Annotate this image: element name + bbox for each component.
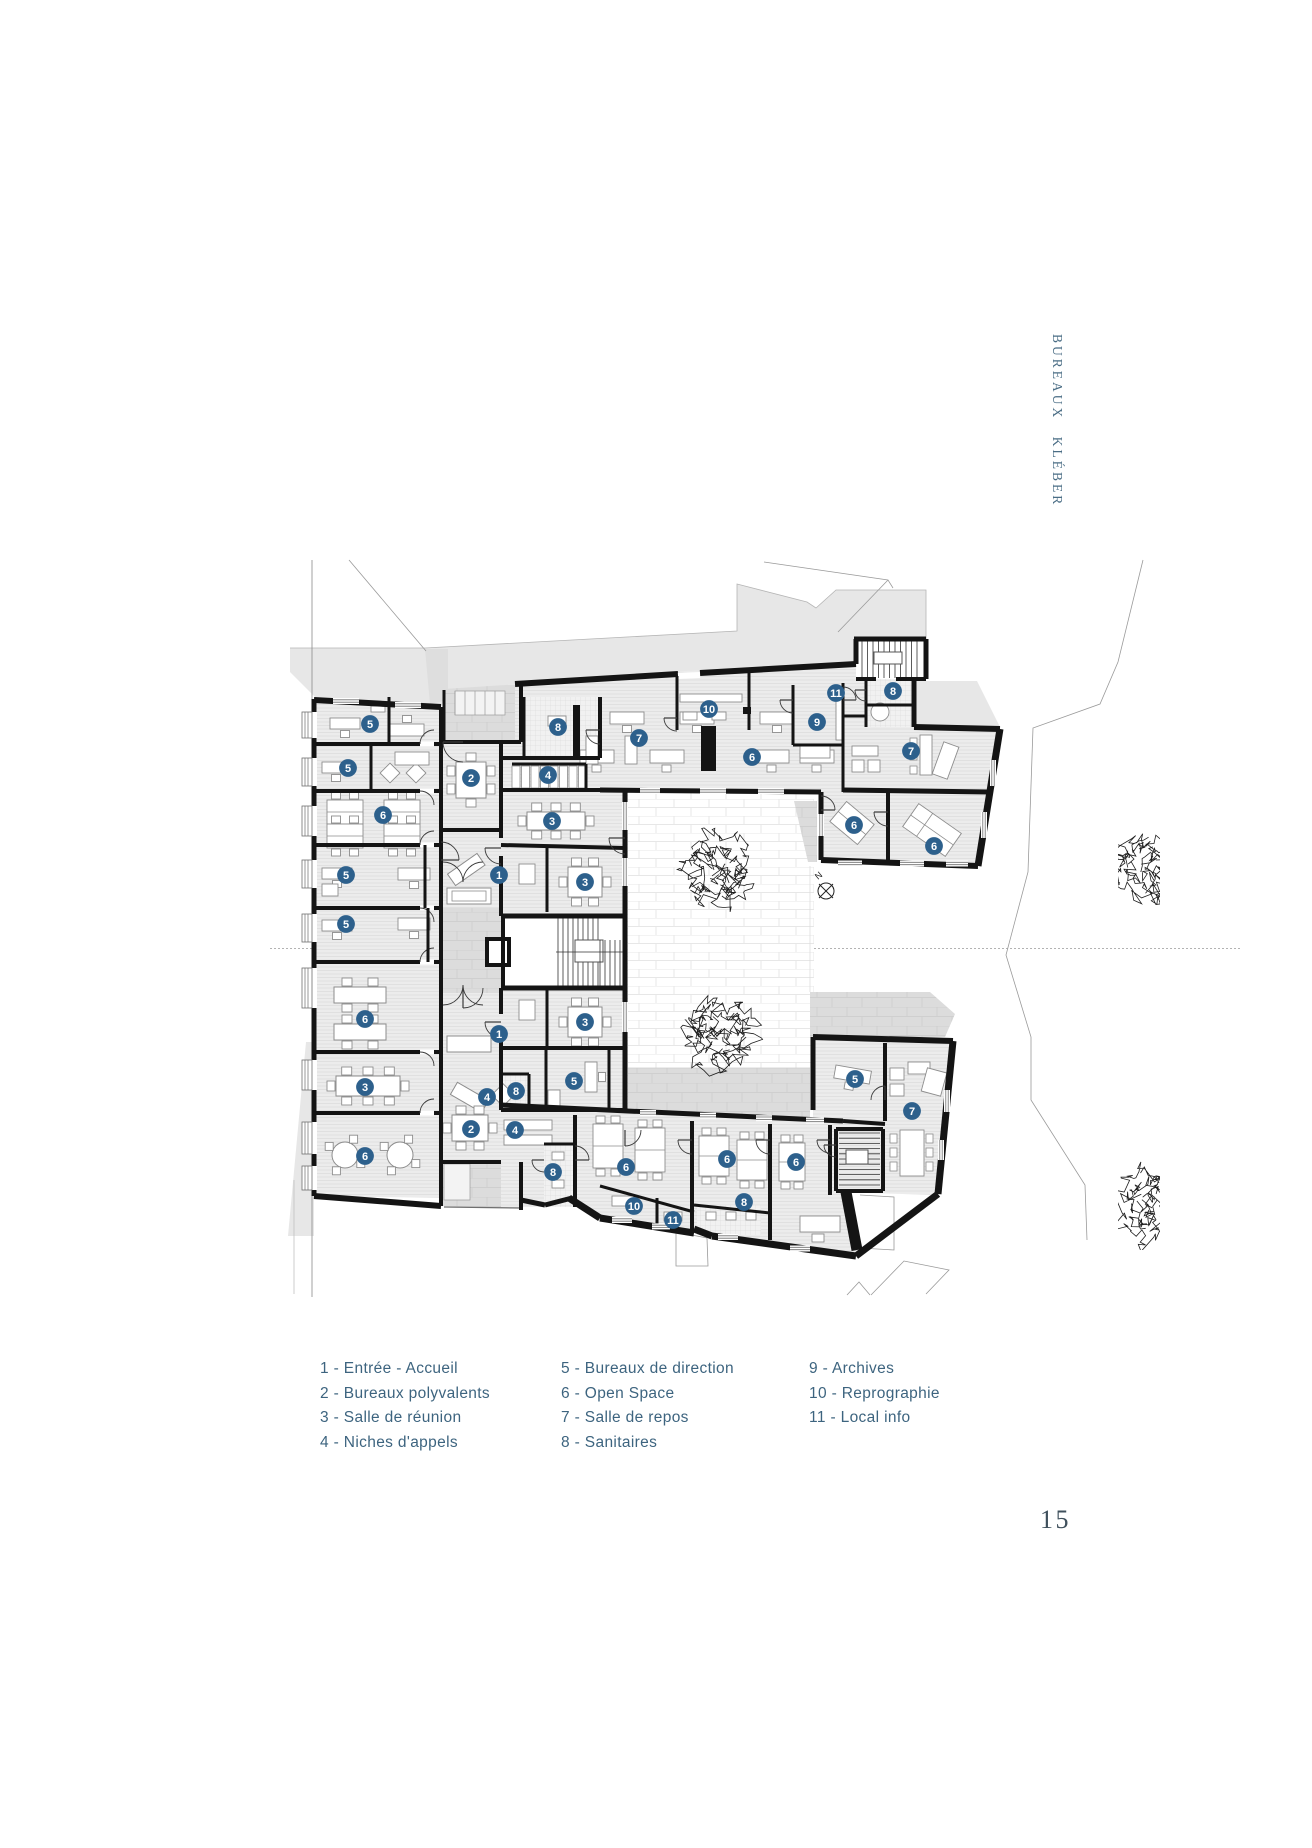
svg-text:2: 2 bbox=[468, 1124, 474, 1136]
svg-text:7: 7 bbox=[908, 746, 914, 758]
svg-text:6: 6 bbox=[931, 841, 937, 853]
svg-text:6: 6 bbox=[623, 1162, 629, 1174]
svg-text:3: 3 bbox=[362, 1082, 368, 1094]
svg-text:7: 7 bbox=[909, 1106, 915, 1118]
svg-text:3: 3 bbox=[549, 816, 555, 828]
svg-text:6: 6 bbox=[793, 1157, 799, 1169]
svg-text:6: 6 bbox=[749, 752, 755, 764]
svg-text:5: 5 bbox=[852, 1074, 858, 1086]
svg-text:5: 5 bbox=[367, 719, 373, 731]
svg-text:6: 6 bbox=[380, 810, 386, 822]
svg-text:7: 7 bbox=[636, 733, 642, 745]
svg-text:3: 3 bbox=[582, 877, 588, 889]
svg-text:8: 8 bbox=[741, 1197, 747, 1209]
svg-text:8: 8 bbox=[890, 686, 896, 698]
svg-text:10: 10 bbox=[628, 1201, 640, 1213]
svg-text:8: 8 bbox=[555, 722, 561, 734]
svg-text:5: 5 bbox=[571, 1076, 577, 1088]
svg-text:5: 5 bbox=[343, 870, 349, 882]
svg-text:10: 10 bbox=[703, 704, 715, 716]
svg-text:9: 9 bbox=[814, 717, 820, 729]
svg-text:5: 5 bbox=[343, 919, 349, 931]
svg-text:6: 6 bbox=[362, 1151, 368, 1163]
svg-text:11: 11 bbox=[830, 688, 842, 700]
svg-text:4: 4 bbox=[512, 1125, 519, 1137]
svg-text:2: 2 bbox=[468, 773, 474, 785]
svg-text:5: 5 bbox=[345, 763, 351, 775]
svg-text:3: 3 bbox=[582, 1017, 588, 1029]
svg-text:8: 8 bbox=[513, 1086, 519, 1098]
svg-text:1: 1 bbox=[496, 870, 502, 882]
svg-text:8: 8 bbox=[550, 1167, 556, 1179]
svg-text:6: 6 bbox=[362, 1014, 368, 1026]
svg-text:6: 6 bbox=[724, 1154, 730, 1166]
svg-text:N: N bbox=[813, 870, 824, 882]
svg-text:4: 4 bbox=[484, 1092, 491, 1104]
svg-text:6: 6 bbox=[851, 820, 857, 832]
svg-text:11: 11 bbox=[667, 1215, 679, 1227]
svg-text:1: 1 bbox=[496, 1029, 502, 1041]
svg-text:4: 4 bbox=[545, 770, 552, 782]
